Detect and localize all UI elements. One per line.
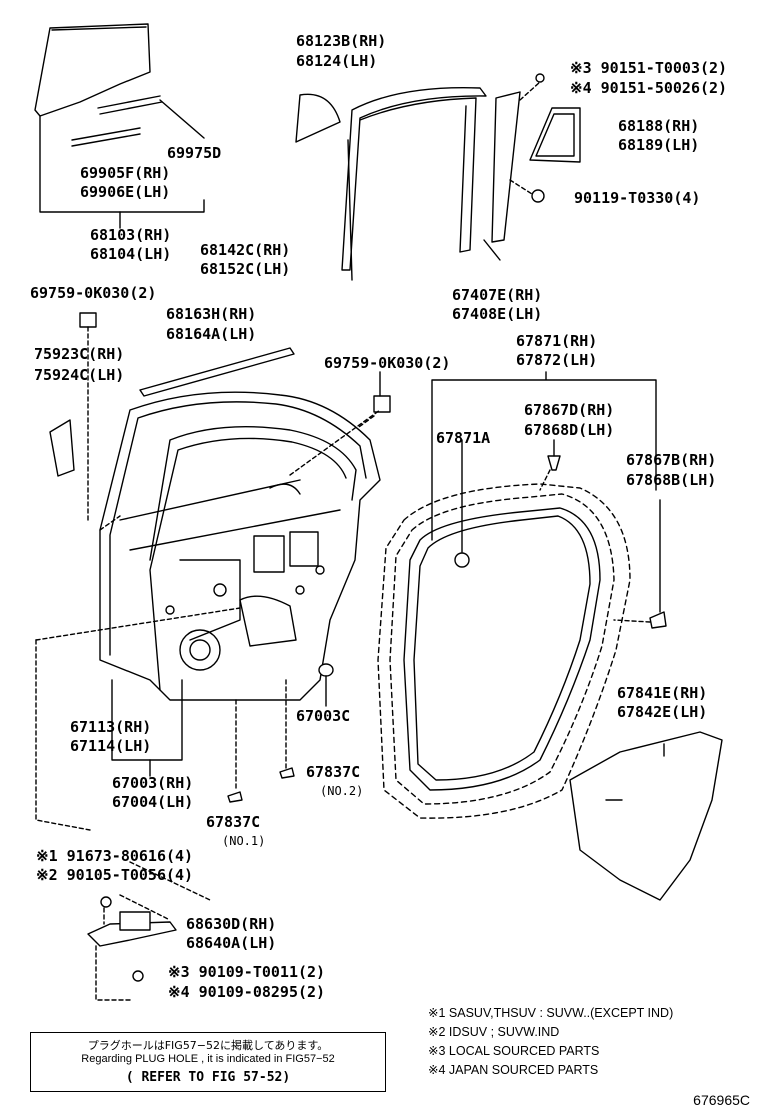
label-panel-lh: 67114(LH) [70,737,152,755]
label-door-rh: 67003(RH) [112,774,194,792]
door-glass-shape [34,23,151,117]
clip-shape-b [373,395,391,413]
label-door-glass-rh: 68103(RH) [90,226,172,244]
seal-clip-shape-d [547,455,561,471]
label-hinge-screw-2: ※4 90109-08295(2) [168,983,326,1001]
label-run-lh: 68152C(LH) [200,260,291,278]
label-hinge-rh: 68630D(RH) [186,915,277,933]
label-door-glass-lh: 68104(LH) [90,245,172,263]
label-seal-lh: 67872(LH) [516,351,598,369]
label-plug-67003c: 67003C [296,707,351,725]
label-seal-clip-d-rh: 67867D(RH) [524,401,615,419]
run-channel-shape [71,127,141,147]
plug-shape-67003c [318,663,334,677]
label-run-channel-rh: 69905F(RH) [80,164,171,182]
legend-item: ※1 SASUV,THSUV : SUVW..(EXCEPT IND) [428,1006,674,1020]
glass-channel-shape [97,95,163,115]
label-quarter-glass-rh: 68188(RH) [618,117,700,135]
label-seal-clip-b-rh: 67867B(RH) [626,451,717,469]
hinge-shape [87,861,211,1001]
label-seal-rh: 67871(RH) [516,332,598,350]
plug-note-en: Regarding PLUG HOLE , it is indicated in… [81,1053,335,1065]
plug-note-jp: プラグホールはFIG57−52に掲載してあります。 [87,1039,329,1052]
label-bolt-90119: 90119-T0330(4) [574,189,701,207]
label-plug-no2: 67837C [306,763,361,781]
seal-clip-shape-a [454,552,470,568]
label-run-rh: 68142C(RH) [200,241,291,259]
label-hole-cover-rh: 67841E(RH) [617,684,708,702]
label-hinge-screw-1: ※3 90109-T0011(2) [168,963,326,981]
label-channel-rh: 67407E(RH) [452,286,543,304]
label-quarter-glass-lh: 68189(LH) [618,136,700,154]
label-screw-2: ※4 90151-50026(2) [570,79,728,97]
label-garnish-rh: 75923C(RH) [34,345,125,363]
label-hole-cover-lh: 67842E(LH) [617,703,708,721]
door-seal-shape [377,483,631,819]
division-bar-shape [491,91,521,243]
label-glass: 69975D [167,144,222,162]
label-channel-lh: 67408E(LH) [452,305,543,323]
upper-weatherstrip-shape [341,86,487,271]
seal-clip-shape-b [649,611,667,629]
hole-cover-shape [569,731,723,901]
belt-molding-shape [139,347,295,397]
clip-shape-a [79,312,97,328]
plug-shape-no2 [279,767,295,779]
label-garnish-lh: 75924C(LH) [34,366,125,384]
label-panel-rh: 67113(RH) [70,718,152,736]
label-seal-clip-b-lh: 67868B(LH) [626,471,717,489]
plug-shape-no1 [227,791,243,803]
label-door-lh: 67004(LH) [112,793,194,811]
label-plug-no1-note: (NO.1) [222,834,266,848]
quarter-glass-shape [529,107,581,163]
label-clip-69759-b: 69759-0K030(2) [324,354,451,372]
plug-note-ref: ( REFER TO FIG 57-52) [125,1070,291,1085]
label-seal-a: 67871A [436,429,491,447]
label-belt-lh: 68164A(LH) [166,325,257,343]
label-hinge-bolt-2: ※2 90105-T0056(4) [36,866,194,884]
label-weatherstrip-upper-rh: 68123B(RH) [296,32,387,50]
label-run-channel-lh: 69906E(LH) [80,183,171,201]
door-frame-shape [99,391,381,701]
label-plug-no2-note: (NO.2) [320,784,364,798]
label-hinge-lh: 68640A(LH) [186,934,277,952]
legend-item: ※2 IDSUV ; SUVW.IND [428,1025,560,1039]
garnish-shape [49,419,75,477]
figure-number: 676965C [693,1092,750,1108]
label-belt-rh: 68163H(RH) [166,305,257,323]
label-hinge-bolt-1: ※1 91673-80616(4) [36,847,194,865]
label-weatherstrip-upper-lh: 68124(LH) [296,52,378,70]
label-screw-1: ※3 90151-T0003(2) [570,59,728,77]
plug-hole-note: プラグホールはFIG57−52に掲載してあります。 Regarding PLUG… [30,1032,386,1092]
legend-item: ※4 JAPAN SOURCED PARTS [428,1063,599,1077]
label-seal-clip-d-lh: 67868D(LH) [524,421,615,439]
label-clip-69759-a: 69759-0K030(2) [30,284,157,302]
corner-piece-shape [295,93,341,143]
label-plug-no1: 67837C [206,813,261,831]
legend-item: ※3 LOCAL SOURCED PARTS [428,1044,600,1058]
